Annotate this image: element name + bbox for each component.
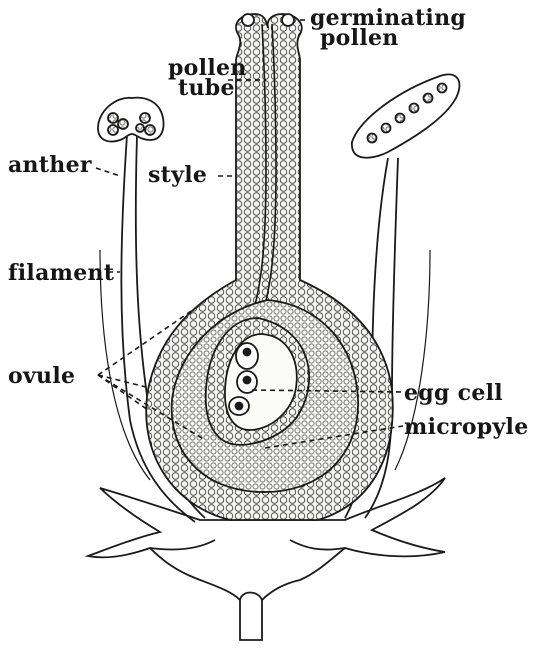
label-filament: filament (8, 262, 114, 284)
label-germinating-pollen: germinating pollen (310, 8, 466, 48)
label-style: style (148, 164, 207, 186)
label-pollen-tube: pollen tube (168, 58, 247, 98)
label-pollen-line: pollen (310, 28, 466, 48)
label-anther: anther (8, 154, 92, 176)
label-pollen-tube-line2: tube (168, 78, 247, 98)
label-egg-cell: egg cell (404, 382, 503, 404)
label-micropyle: micropyle (404, 416, 529, 438)
label-ovule: ovule (8, 365, 75, 387)
